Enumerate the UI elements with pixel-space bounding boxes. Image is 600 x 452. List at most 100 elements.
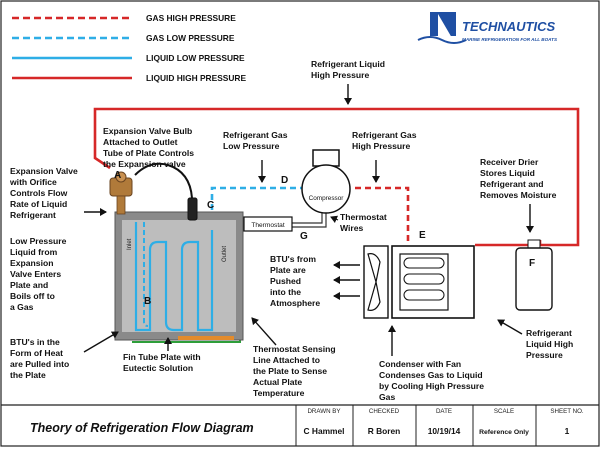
label-condenser: Condenser with Fan Condenses Gas to Liqu…	[379, 359, 484, 402]
liquid-high-line-top	[93, 107, 580, 232]
legend: GAS HIGH PRESSURE GAS LOW PRESSURE LIQUI…	[12, 13, 246, 83]
label-line: Refrigerant	[526, 328, 572, 338]
logo-tagline: MARINE REFRIGERATION FOR ALL BOATS	[462, 37, 558, 42]
logo-wave-icon	[417, 36, 467, 44]
label-line: Thermostat	[340, 212, 387, 222]
sheet-header: SHEET NO.	[550, 408, 584, 415]
compressor-label: Compressor	[309, 195, 345, 202]
drawn-by-header: DRAWN BY	[307, 408, 340, 415]
label-receiver: Receiver Drier Stores Liquid Refrigerant…	[480, 157, 557, 200]
letter-d: D	[281, 175, 288, 186]
fan-icon	[367, 253, 381, 311]
label-line: are Pulled into	[10, 359, 69, 369]
label-line: Stores Liquid	[480, 168, 535, 178]
legend-label-gas-high: GAS HIGH PRESSURE	[146, 13, 236, 23]
label-line: by Cooling High Pressure	[379, 381, 484, 391]
label-line: Rate of Liquid	[10, 199, 67, 209]
label-line: Liquid from	[10, 247, 58, 257]
plate-sensor-strip	[178, 336, 234, 340]
label-expansion-valve: Expansion Valve with Orifice Controls Fl…	[9, 166, 78, 220]
label-line: with Orifice	[9, 177, 57, 187]
receiver-cap	[527, 239, 541, 249]
label-line: Receiver Drier	[480, 157, 539, 167]
scale-value: Reference Only	[479, 429, 529, 436]
label-liquid-high-top: Refrigerant Liquid High Pressure	[311, 59, 385, 80]
sheet-value: 1	[565, 426, 570, 436]
label-line: BTU's in the	[10, 337, 60, 347]
arrow-btu-heat	[83, 331, 119, 353]
label-line: Temperature	[253, 388, 305, 398]
plate-coil-low-liquid	[134, 222, 214, 332]
arrow-sensing	[251, 317, 277, 346]
label-line: Atmosphere	[270, 298, 320, 308]
label-line: Gas	[379, 392, 395, 402]
label-gas-low: Refrigerant Gas Low Pressure	[223, 130, 288, 151]
condenser-tube-1	[403, 257, 445, 269]
letter-e: E	[419, 230, 426, 241]
logo-name: TECHNAUTICS	[462, 19, 555, 34]
condenser	[363, 245, 475, 319]
label-line: Form of Heat	[10, 348, 63, 358]
valve-stem	[116, 195, 126, 215]
label-line: Plate are	[270, 265, 306, 275]
label-line: Refrigerant Gas	[223, 130, 288, 140]
label-line: Low Pressure	[223, 141, 280, 151]
label-line: Condenser with Fan	[379, 359, 461, 369]
label-line: Pressure	[526, 350, 563, 360]
condenser-tube-2	[403, 273, 445, 285]
label-line: Boils off to	[10, 291, 55, 301]
label-line: High Pressure	[311, 70, 369, 80]
label-line: Plate and	[10, 280, 48, 290]
gas-high-line	[355, 186, 410, 245]
label-thermostat-wires: Thermostat Wires	[340, 212, 387, 233]
label-gas-high: Refrigerant Gas High Pressure	[352, 130, 417, 151]
condenser-tube-3	[403, 289, 445, 301]
plate-outlet-label: Outlet	[222, 246, 228, 262]
label-line: Valve Enters	[10, 269, 61, 279]
label-line: Thermostat Sensing	[253, 344, 336, 354]
letter-a: A	[114, 170, 121, 181]
logo: TECHNAUTICS MARINE REFRIGERATION FOR ALL…	[417, 12, 558, 44]
label-line: a Gas	[10, 302, 34, 312]
checked-header: CHECKED	[369, 408, 400, 415]
label-line: the Expansion valve	[103, 159, 186, 169]
label-line: High Pressure	[352, 141, 410, 151]
label-line: Wires	[340, 223, 364, 233]
label-line: Expansion	[10, 258, 53, 268]
title-block: Theory of Refrigeration Flow Diagram DRA…	[1, 404, 599, 446]
label-fin-tube: Fin Tube Plate with Eutectic Solution	[123, 352, 201, 373]
label-line: into the	[270, 287, 301, 297]
label-low-liquid: Low Pressure Liquid from Expansion Valve…	[10, 236, 67, 312]
label-btu-from-plate: BTU's from Plate are Pushed into the Atm…	[270, 254, 320, 308]
label-line: Tube of Plate Controls	[103, 148, 194, 158]
arrow-liquid-high-right	[497, 319, 523, 335]
letter-f: F	[529, 258, 535, 269]
compressor-body	[301, 164, 351, 214]
letter-b: B	[144, 296, 151, 307]
bulb-capillary-line	[134, 162, 193, 199]
checked-value: R Boren	[368, 426, 401, 436]
condenser-cooling-fins	[399, 253, 449, 311]
label-line: Low Pressure	[10, 236, 67, 246]
date-header: DATE	[436, 408, 452, 415]
label-line: Condenses Gas to Liquid	[379, 370, 483, 380]
label-line: Pushed	[270, 276, 301, 286]
label-line: Liquid High	[526, 339, 573, 349]
receiver-drier	[515, 239, 553, 311]
label-line: Refrigerant and	[480, 179, 544, 189]
letter-g: G	[300, 231, 308, 242]
date-value: 10/19/14	[428, 426, 461, 436]
label-line: Controls Flow	[10, 188, 68, 198]
thermostat-label: Thermostat	[251, 222, 285, 229]
label-line: Expansion Valve Bulb	[103, 126, 192, 136]
plate-inlet-label: Inlet	[127, 238, 133, 250]
label-sensing: Thermostat Sensing Line Attached to the …	[253, 344, 336, 398]
label-liquid-high-right: Refrigerant Liquid High Pressure	[526, 328, 573, 360]
label-line: the Plate	[10, 370, 46, 380]
plate-inner	[122, 220, 236, 332]
scale-header: SCALE	[494, 408, 514, 415]
label-line: Refrigerant Liquid	[311, 59, 385, 69]
